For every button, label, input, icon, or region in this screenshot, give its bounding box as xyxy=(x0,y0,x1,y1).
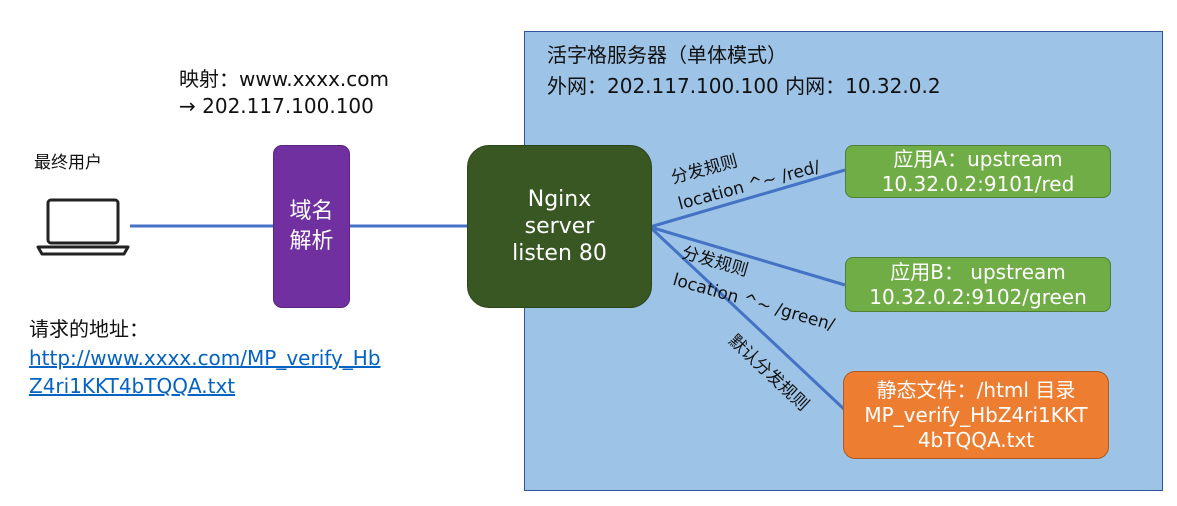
dns-line-2: 解析 xyxy=(289,228,334,254)
static-line-1: 静态文件：/html 目录 xyxy=(876,377,1076,402)
request-url-line-1[interactable]: http://www.xxxx.com/MP_verify_Hb xyxy=(29,346,381,370)
nginx-to-static-line xyxy=(648,225,847,412)
server-title: 活字格服务器（单体模式） xyxy=(547,43,787,67)
app-a-line-2: 10.32.0.2:9101/red xyxy=(881,171,1075,196)
app-b-line-2: 10.32.0.2:9102/green xyxy=(869,284,1087,309)
app-a-line-1: 应用A：upstream xyxy=(893,146,1063,171)
app-b-box: 应用B： upstream 10.32.0.2:9102/green xyxy=(845,257,1111,312)
nginx-to-app-b-line xyxy=(649,225,846,287)
dns-line-1: 域名 xyxy=(289,198,334,224)
mapping-line-1: 映射：www.xxxx.com xyxy=(179,67,390,91)
nginx-line-1: Nginx xyxy=(527,187,592,212)
mapping-line-2: → 202.117.100.100 xyxy=(179,94,374,118)
nginx-to-app-a-line xyxy=(649,168,846,229)
server-network: 外网：202.117.100.100 内网：10.32.0.2 xyxy=(547,74,941,98)
nginx-line-2: server xyxy=(524,214,595,239)
nginx-line-3: listen 80 xyxy=(512,241,607,266)
static-files-box: 静态文件：/html 目录 MP_verify_HbZ4ri1KKT 4bTQQ… xyxy=(843,371,1109,459)
app-b-line-1: 应用B： upstream xyxy=(890,259,1066,284)
nginx-box: Nginx server listen 80 xyxy=(467,145,652,308)
request-label: 请求的地址： xyxy=(29,317,149,341)
static-line-2: MP_verify_HbZ4ri1KKT xyxy=(864,402,1088,427)
user-label: 最终用户 xyxy=(34,153,102,173)
static-line-3: 4bTQQA.txt xyxy=(917,427,1035,452)
dns-resolution-box: 域名 解析 xyxy=(273,145,350,308)
request-url-line-2[interactable]: Z4ri1KKT4bTQQA.txt xyxy=(29,374,236,398)
laptop-icon xyxy=(34,197,132,261)
app-a-box: 应用A：upstream 10.32.0.2:9101/red xyxy=(845,145,1111,198)
